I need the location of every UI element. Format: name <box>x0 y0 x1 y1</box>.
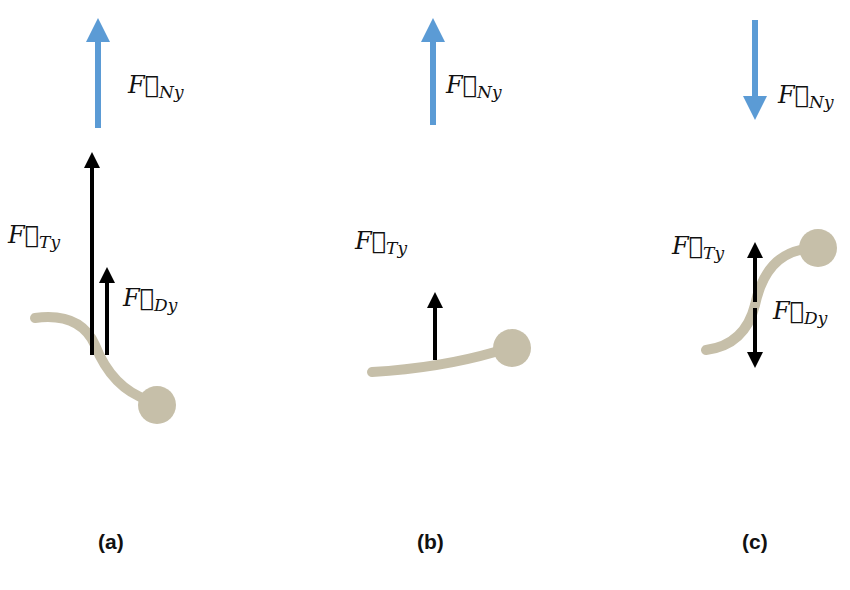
organism-c <box>706 229 837 350</box>
force-label: F⃗Ty <box>355 228 407 258</box>
force-arrow <box>105 275 109 355</box>
force-arrow <box>433 300 437 360</box>
organism-b <box>372 329 531 372</box>
force-arrow <box>430 30 436 125</box>
force-label: F⃗Ny <box>778 82 834 112</box>
force-label: F⃗Ty <box>8 222 60 252</box>
force-label: F⃗Ty <box>672 233 724 263</box>
force-arrow <box>753 250 757 302</box>
force-label: F⃗Dy <box>123 285 177 315</box>
force-label: F⃗Dy <box>773 298 827 328</box>
force-arrow <box>90 160 94 355</box>
force-arrow <box>753 308 757 360</box>
panel-caption: (c) <box>742 530 768 553</box>
force-label: F⃗Ny <box>128 72 184 102</box>
panel-caption: (a) <box>98 530 124 553</box>
force-arrow <box>95 30 101 128</box>
force-arrow <box>752 20 758 108</box>
force-label: F⃗Ny <box>446 72 502 102</box>
panel-caption: (b) <box>417 530 444 553</box>
